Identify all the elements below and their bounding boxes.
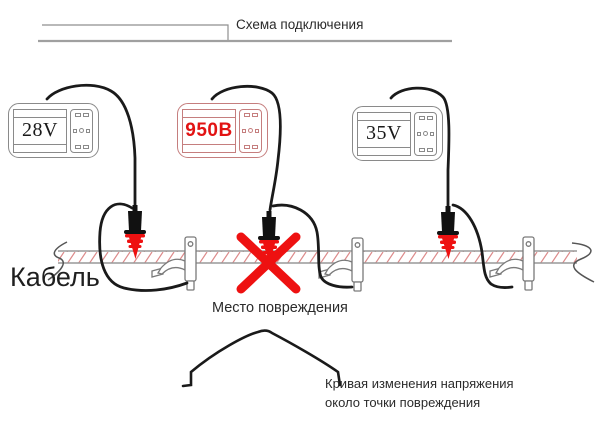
keypad-row xyxy=(243,112,258,117)
voltmeter-reading: 28V xyxy=(22,119,58,141)
keypad-button-icon xyxy=(430,131,434,136)
voltmeter-screen: 950В xyxy=(182,108,236,153)
keypad-row xyxy=(74,112,89,117)
ground-bracket-icon xyxy=(489,236,535,291)
screen-strip xyxy=(14,143,66,152)
keypad-row xyxy=(418,115,433,120)
curve-caption-line2: около точки повреждения xyxy=(325,395,481,410)
keypad-button-icon xyxy=(426,147,433,152)
lead-wire-right-probe xyxy=(389,86,451,209)
cable-label: Кабель xyxy=(10,262,100,292)
test-probe-icon xyxy=(258,211,280,263)
test-probe-icon xyxy=(437,206,459,259)
keypad-row xyxy=(74,144,89,149)
keypad-button-icon xyxy=(74,144,81,149)
keypad-button-icon xyxy=(251,112,258,117)
diagram-title: Схема подключения xyxy=(236,17,364,32)
keypad-button-icon xyxy=(255,128,259,133)
screen-strip xyxy=(14,110,66,118)
cable-break-left xyxy=(47,241,68,281)
voltage-curve xyxy=(181,329,342,388)
curve-caption: Кривая изменения напряжения около точки … xyxy=(325,374,535,412)
keypad-button-icon xyxy=(82,144,89,149)
voltmeter-screen: 35V xyxy=(357,111,411,156)
keypad-button-icon xyxy=(418,115,425,120)
keypad-button-icon xyxy=(73,128,77,133)
lead-wire-center-probe xyxy=(210,84,282,212)
keypad-row xyxy=(418,147,433,152)
keypad-dial-icon xyxy=(79,128,84,133)
voltmeter-left: 28V xyxy=(8,103,99,158)
screen-strip xyxy=(183,143,235,152)
keypad-row xyxy=(242,128,259,133)
lead-wire-left-probe xyxy=(45,83,137,208)
ground-bracket-icon xyxy=(318,237,364,292)
voltmeter-keypad xyxy=(414,111,437,156)
screen-strip xyxy=(358,146,410,155)
title-bracket-line xyxy=(38,24,452,43)
screen-strip xyxy=(358,113,410,121)
keypad-button-icon xyxy=(243,144,250,149)
test-lead-wires xyxy=(45,83,514,292)
cable-break-right xyxy=(571,242,595,283)
voltmeter-reading: 950В xyxy=(185,119,233,141)
keypad-button-icon xyxy=(82,112,89,117)
keypad-button-icon xyxy=(251,144,258,149)
keypad-row xyxy=(243,144,258,149)
keypad-button-icon xyxy=(74,112,81,117)
voltmeter-keypad xyxy=(70,108,93,153)
voltmeter-screen: 28V xyxy=(13,108,67,153)
voltmeter-reading: 35V xyxy=(366,122,402,144)
keypad-button-icon xyxy=(426,115,433,120)
lead-wire-center-ground xyxy=(271,203,354,289)
keypad-row xyxy=(73,128,90,133)
test-probe-icon xyxy=(124,205,146,259)
keypad-dial-icon xyxy=(423,131,428,136)
keypad-button-icon xyxy=(417,131,421,136)
voltmeter-keypad xyxy=(239,108,262,153)
voltmeter-center: 950В xyxy=(177,103,268,158)
keypad-button-icon xyxy=(243,112,250,117)
lead-wire-left-ground xyxy=(98,202,189,292)
screen-strip xyxy=(183,110,235,118)
voltmeter-right: 35V xyxy=(352,106,443,161)
keypad-row xyxy=(417,131,434,136)
fault-x-icon xyxy=(236,232,301,294)
lead-wire-right-ground xyxy=(451,203,514,289)
ground-bracket-icon xyxy=(151,236,197,291)
keypad-dial-icon xyxy=(248,128,253,133)
keypad-button-icon xyxy=(242,128,246,133)
fault-location-label: Место повреждения xyxy=(212,300,348,316)
keypad-button-icon xyxy=(86,128,90,133)
keypad-button-icon xyxy=(418,147,425,152)
curve-caption-line1: Кривая изменения напряжения xyxy=(325,376,514,391)
